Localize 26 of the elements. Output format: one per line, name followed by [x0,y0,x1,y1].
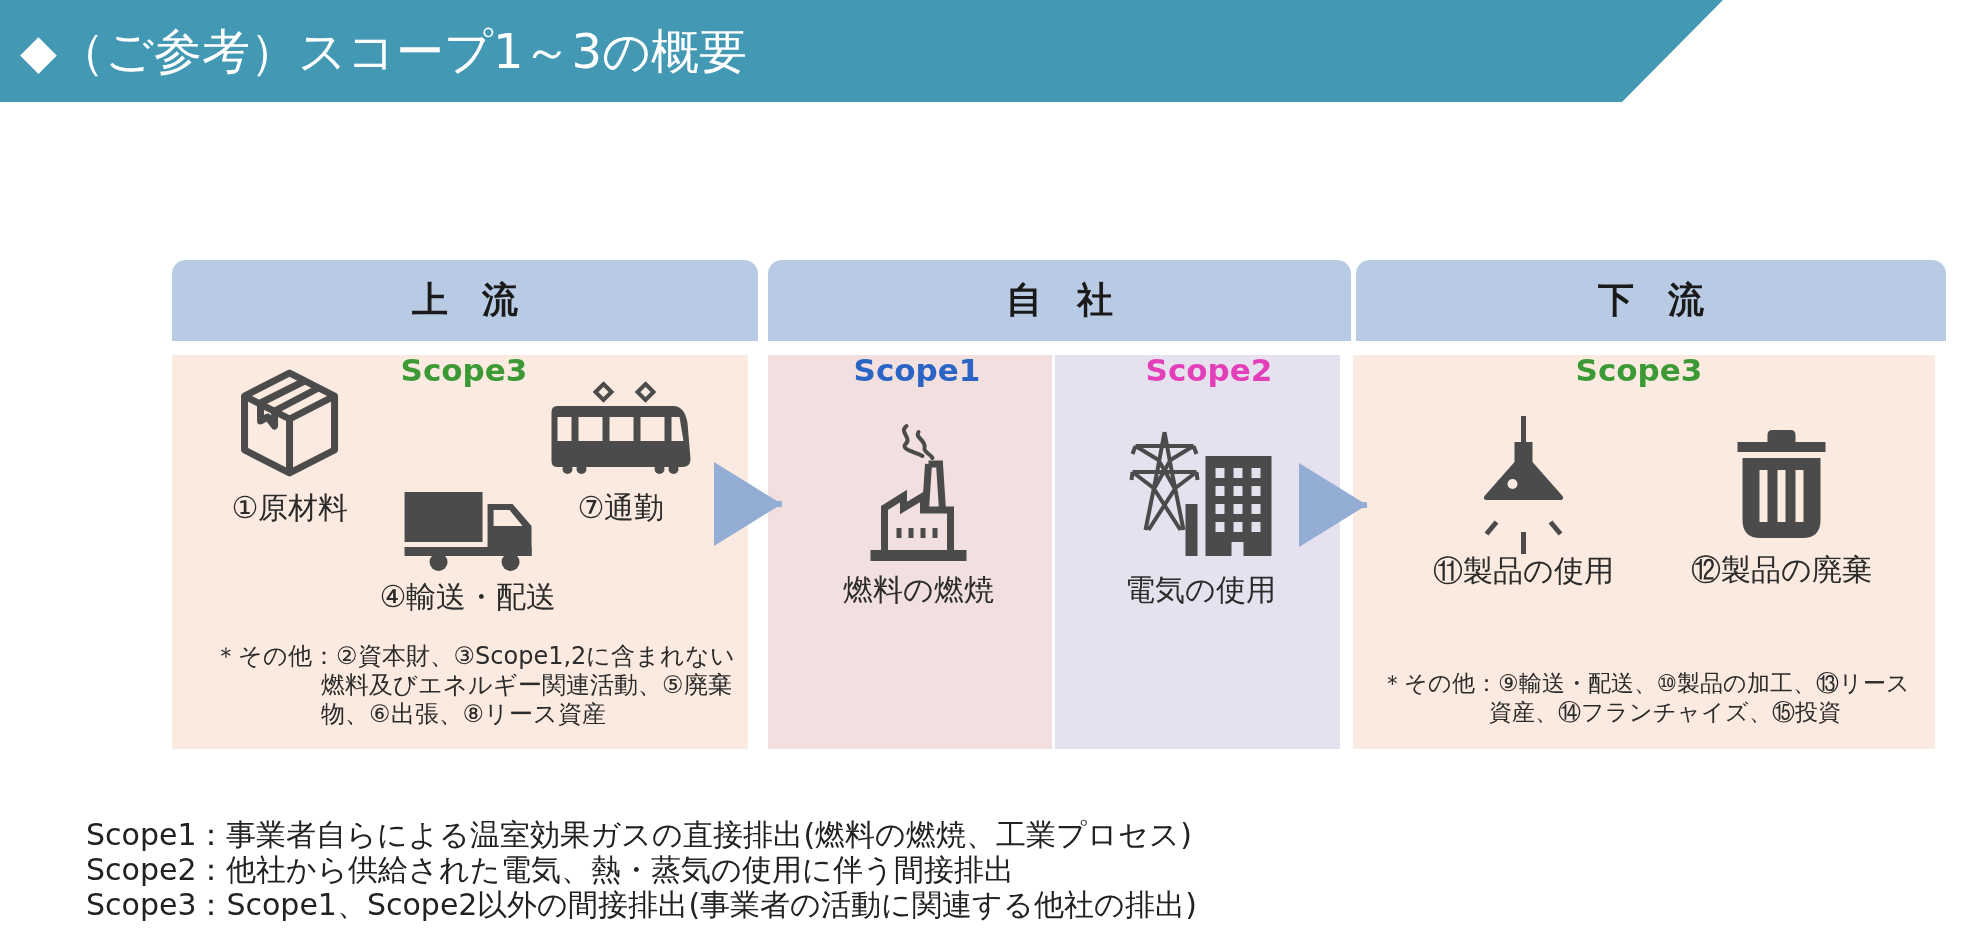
item-label: 燃料の燃焼 [842,573,994,607]
scope-panel [1055,355,1340,749]
arrow [714,462,782,546]
scope-heading: Scope3 [1575,352,1703,389]
scope-heading: Scope1 [853,352,981,389]
column-header: 上 流 [172,260,758,341]
item-label: ⑪製品の使用 [1432,554,1614,588]
arrow [1299,463,1367,547]
scope-heading: Scope2 [1145,352,1273,389]
item-label: ⑦通勤 [577,491,665,525]
title: ◆（ご参考）スコープ1～3の概要 [20,22,747,80]
scope-heading: Scope3 [400,352,528,389]
scope-panel [172,355,748,749]
item-label: ⑫製品の廃棄 [1690,553,1872,587]
item-label: ④輸送・配送 [379,580,557,614]
item-label: ①原材料 [231,491,349,525]
item-label: 電気の使用 [1124,573,1276,607]
definition-text: Scope3：Scope1、Scope2以外の間接排出(事業者の活動に関連する他社の排出) [86,887,1197,922]
column-header: 下 流 [1356,260,1946,341]
definition-text: Scope1：事業者自らによる温室効果ガスの直接排出(燃料の燃焼、工業プロセス) [86,817,1192,852]
definition-text: Scope2：他社から供給された電気、熱・蒸気の使用に伴う間接排出 [86,852,1015,887]
note-text: ＊その他：②資本財、③Scope1,2に含まれない燃料及びエネルギー関連活動、⑤廃棄物、⑥出張、⑧リース資産 [214,642,737,729]
scope-panel [1353,355,1935,749]
note-text: ＊その他：⑨輸送・配送、⑩製品の加工、⑬リース資産、⑭フランチャイズ、⑮投資 [1381,669,1912,727]
scope-panel [768,355,1052,749]
column-header: 自 社 [768,260,1351,341]
